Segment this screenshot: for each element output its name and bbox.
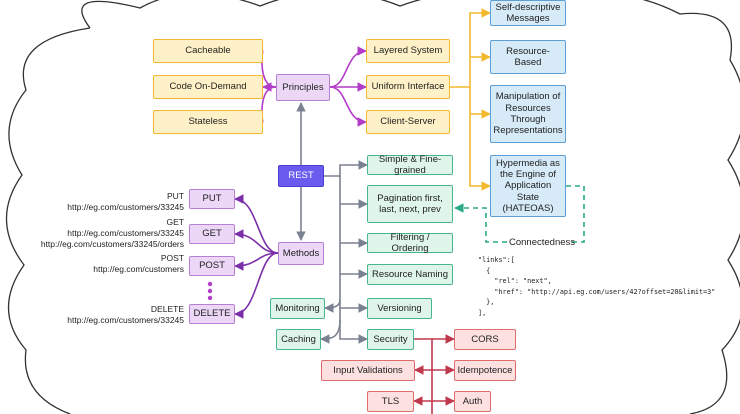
methods-node: Methods <box>278 242 324 265</box>
wire-hateoas <box>469 87 491 191</box>
cloud-outline <box>5 0 740 414</box>
wire-simple <box>324 160 368 177</box>
resource-naming-node: Resource Naming <box>367 264 453 285</box>
wire-filtering <box>339 204 368 248</box>
post-method-node: POST <box>189 256 235 276</box>
ellipsis-dot <box>207 281 213 287</box>
put-endpoint-label: PUT http://eg.com/customers/33245 <box>67 191 184 213</box>
wire-monitoring <box>324 299 341 313</box>
wire-resource-naming <box>339 243 368 279</box>
stateless-node: Stateless <box>153 110 263 134</box>
post-endpoint-label: POST http://eg.com/customers <box>93 253 184 275</box>
wire-security-trunk <box>414 338 433 414</box>
resource-based-node: Resource-Based <box>490 40 566 74</box>
links-json-example: "links":[ { "rel": "next", "href": "http… <box>478 256 716 317</box>
monitoring-node: Monitoring <box>270 298 325 319</box>
delete-endpoint-label: DELETE http://eg.com/customers/33245 <box>67 304 184 326</box>
self-descriptive-messages-node: Self-descriptive Messages <box>490 0 566 26</box>
rest-root-node: REST <box>278 165 324 187</box>
wire-put <box>234 194 279 254</box>
wire-pagination <box>339 176 368 209</box>
wire-security <box>339 308 368 344</box>
principles-node: Principles <box>276 74 330 101</box>
cors-node: CORS <box>454 329 516 350</box>
code-on-demand-node: Code On-Demand <box>153 75 263 99</box>
auth-node: Auth <box>454 391 491 412</box>
security-node: Security <box>367 329 414 350</box>
hateoas-node: Hypermedia as the Engine of Application … <box>490 155 566 217</box>
cacheable-node: Cacheable <box>153 39 263 63</box>
client-server-node: Client-Server <box>366 110 450 134</box>
delete-method-node: DELETE <box>189 304 235 324</box>
get-method-node: GET <box>189 224 235 244</box>
wire-stateless <box>254 86 277 127</box>
pagination-node: Pagination first, last, next, prev <box>367 185 453 223</box>
wire-connectedness-right <box>566 185 585 243</box>
versioning-node: Versioning <box>367 298 432 319</box>
connectedness-label: Connectedness <box>509 237 576 248</box>
uniform-interface-node: Uniform Interface <box>366 75 450 99</box>
wire-layered-system <box>329 46 367 88</box>
wire-self-descriptive <box>450 8 491 88</box>
wire-cacheable <box>254 46 277 88</box>
ellipsis-dot <box>207 288 213 294</box>
layered-system-node: Layered System <box>366 39 450 63</box>
wire-connectedness-left <box>454 203 507 243</box>
ellipsis-dot <box>207 295 213 301</box>
get-endpoint-label: GET http://eg.com/customers/33245 http:/… <box>40 217 184 250</box>
tls-node: TLS <box>367 391 414 412</box>
caching-node: Caching <box>276 329 321 350</box>
wire-caching <box>320 319 341 344</box>
wire-delete <box>234 252 279 319</box>
simple-fine-grained-node: Simple & Fine-grained <box>367 154 453 176</box>
filtering-ordering-node: Filtering / Ordering <box>367 232 453 254</box>
put-method-node: PUT <box>189 189 235 209</box>
input-validations-node: Input Validations <box>321 360 415 381</box>
wire-versioning <box>339 274 368 313</box>
idempotence-node: Idempotence <box>454 360 516 381</box>
manipulation-node: Manipulation of Resources Through Repres… <box>490 85 566 143</box>
wire-client-server <box>329 86 367 127</box>
